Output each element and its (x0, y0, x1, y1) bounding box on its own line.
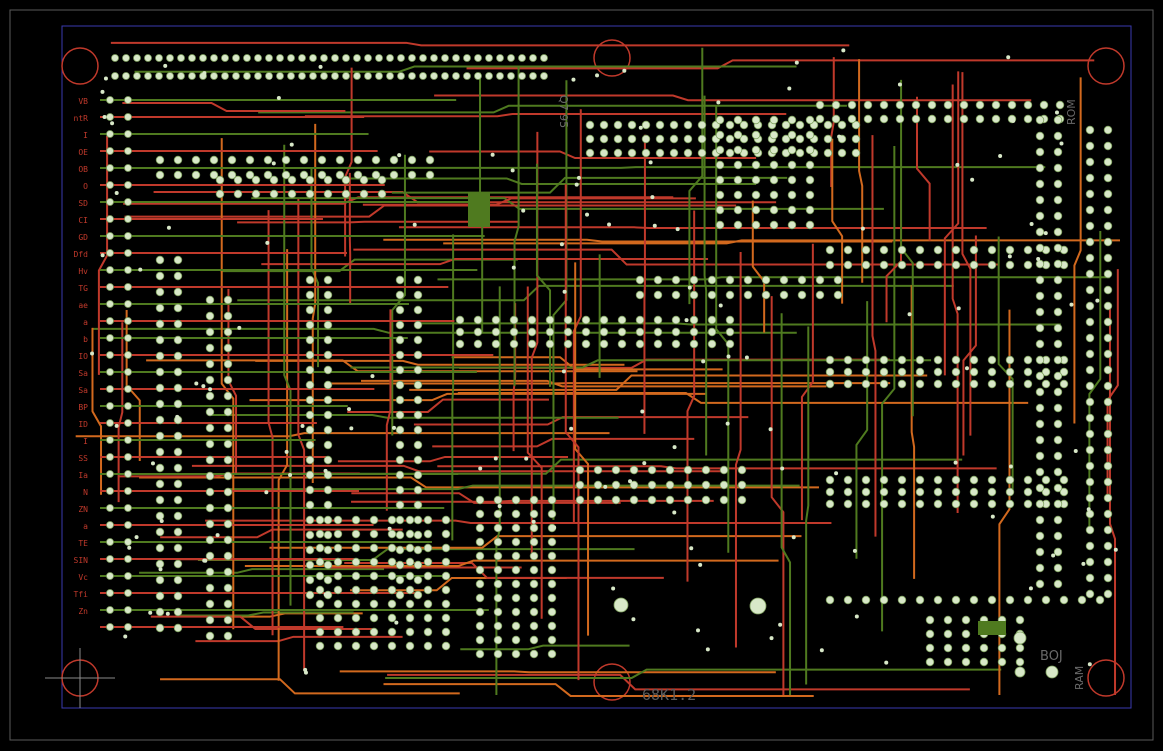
edge-pin-label: Sa (78, 386, 88, 395)
component-pads (90, 48, 1118, 679)
outer-frame (9, 9, 1154, 741)
edge-pin-label: Tfi (74, 590, 89, 599)
edge-pin-label: b (83, 335, 88, 344)
edge-pin-label: CI (78, 216, 88, 225)
rotated-label: Q7 95 (557, 95, 570, 128)
edge-pin-label: Hv (78, 267, 88, 276)
edge-pin-label: BP (78, 403, 88, 412)
edge-pin-label: ntR (74, 114, 89, 123)
rom-label: ROM (1065, 99, 1078, 125)
edge-pin-label: Ia (78, 471, 88, 480)
edge-connector-labels: VBntRIOEOBOSDCIGDDfdHvTGaeabIOSaSaBPIDIS… (74, 97, 89, 616)
edge-pin-label: OE (78, 148, 88, 157)
edge-pin-label: N (83, 488, 88, 497)
mounting-hole-icon (1087, 659, 1125, 697)
edge-pin-label: a (83, 318, 88, 327)
rev-label: BOJ (1040, 649, 1063, 664)
mounting-holes (61, 39, 1125, 701)
board-outline (61, 25, 1132, 709)
edge-pin-label: SIN (74, 556, 89, 565)
edge-pin-label: ae (78, 301, 88, 310)
mounting-hole-icon (593, 39, 631, 77)
ram-label: RAM (1073, 666, 1086, 690)
mounting-hole-icon (1087, 47, 1125, 85)
edge-pin-label: IO (78, 352, 88, 361)
edge-pin-label: VB (78, 97, 88, 106)
edge-pin-label: ID (78, 420, 88, 429)
smd-pad (468, 193, 490, 227)
crosshair-icon (45, 648, 115, 708)
edge-pin-label: OB (78, 165, 88, 174)
copper-traces (75, 41, 1120, 697)
edge-pin-label: SD (78, 199, 88, 208)
edge-pin-label: Dfd (74, 250, 89, 259)
edge-pin-label: ZN (78, 505, 88, 514)
edge-pin-label: Zn (78, 607, 88, 616)
mounting-hole-icon (593, 663, 631, 701)
edge-pin-label: Vc (78, 573, 88, 582)
edge-pin-label: I (83, 131, 88, 140)
edge-pin-label: Sa (78, 369, 88, 378)
smd-pad (978, 621, 1006, 635)
edge-pin-label: I (83, 437, 88, 446)
edge-pin-label: TG (78, 284, 88, 293)
edge-pin-label: TE (78, 539, 88, 548)
edge-pin-label: a (83, 522, 88, 531)
board-name-label: 68K1.2 (642, 686, 696, 704)
mounting-hole-icon (61, 47, 99, 85)
edge-pin-label: O (83, 182, 88, 191)
edge-pin-label: SS (78, 454, 88, 463)
edge-pin-label: GD (78, 233, 88, 242)
